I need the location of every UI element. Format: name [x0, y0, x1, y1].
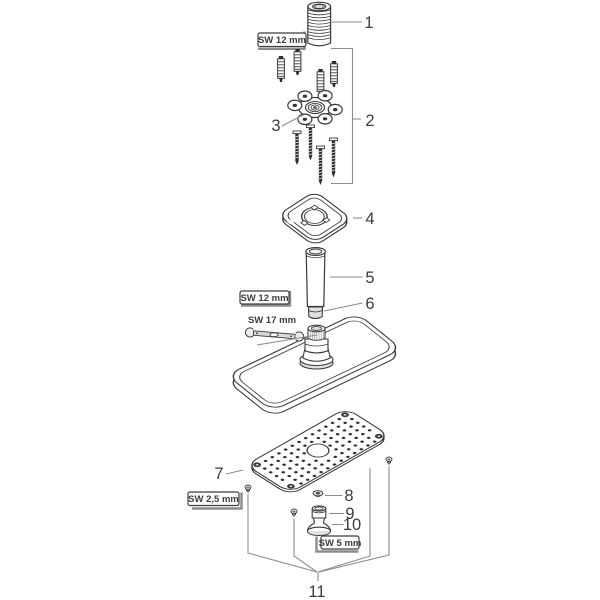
sw5-label: SW 5 mm: [315, 535, 362, 553]
part-10-nozzle-base: 10: [306, 516, 361, 537]
sw12-top-label: SW 12 mm: [257, 31, 307, 50]
part-label-1: 1: [364, 14, 373, 32]
part-2-fastener-set: 2 3: [271, 47, 375, 185]
part-label-6: 6: [365, 295, 374, 313]
part-label-8: 8: [344, 487, 353, 505]
part-7-spray-plate: 7: [214, 411, 385, 493]
spray-plate-screw: [385, 456, 393, 466]
part-label-4: 4: [365, 210, 374, 228]
part-1-threaded-nipple: [307, 1, 332, 47]
spray-plate-screw: [244, 484, 252, 494]
tool-label-sw17: SW 17 mm: [248, 315, 296, 326]
part-label-9: 9: [345, 505, 354, 523]
sw17-label: SW 17 mm: [245, 315, 318, 346]
stud-screws: [277, 49, 338, 95]
part-label-2: 2: [365, 112, 374, 130]
shower-body-plate: [232, 316, 397, 414]
allen-key-icon: [315, 536, 359, 553]
tool-label-sw25: SW 2,5 mm: [188, 494, 239, 505]
part-4-escutcheon: 4: [282, 193, 375, 244]
part-6-union-nut: 6: [307, 295, 375, 320]
connector-cone: [299, 324, 334, 370]
part-3-mounting-flange: [287, 89, 343, 126]
tool-label-sw12-top: SW 12 mm: [258, 35, 306, 46]
center-opening: [306, 443, 330, 458]
part-label-7: 7: [214, 465, 223, 483]
part-8-cap-nut: 8: [312, 487, 354, 505]
wood-screws: [292, 124, 338, 185]
part-label-11: 11: [308, 583, 325, 600]
tool-label-sw12-mid: SW 12 mm: [240, 293, 288, 304]
part-5-supply-column: 5: [305, 247, 375, 308]
part-label-3: 3: [271, 117, 280, 135]
part-label-10: 10: [343, 516, 361, 534]
allen-key-icon: [192, 492, 243, 510]
wrench-icon: [245, 327, 305, 342]
part-2-bracket: [331, 47, 354, 185]
part-9-nozzle: 9: [311, 505, 355, 523]
part-11-callout: 11: [247, 466, 390, 600]
spray-plate-holes: [262, 417, 377, 485]
corner-holes: [253, 412, 383, 489]
sw12-mid-label: SW 12 mm: [239, 290, 292, 307]
tool-label-sw5: SW 5 mm: [319, 538, 362, 549]
hex-socket: [313, 4, 326, 9]
sw25-label: SW 2,5 mm: [187, 491, 243, 510]
allen-key-icon: [241, 291, 292, 307]
part-1-callout: 1: [332, 14, 374, 32]
spray-plate-screw: [290, 508, 298, 518]
part-label-5: 5: [365, 269, 374, 287]
retaining-clip: [286, 204, 331, 227]
